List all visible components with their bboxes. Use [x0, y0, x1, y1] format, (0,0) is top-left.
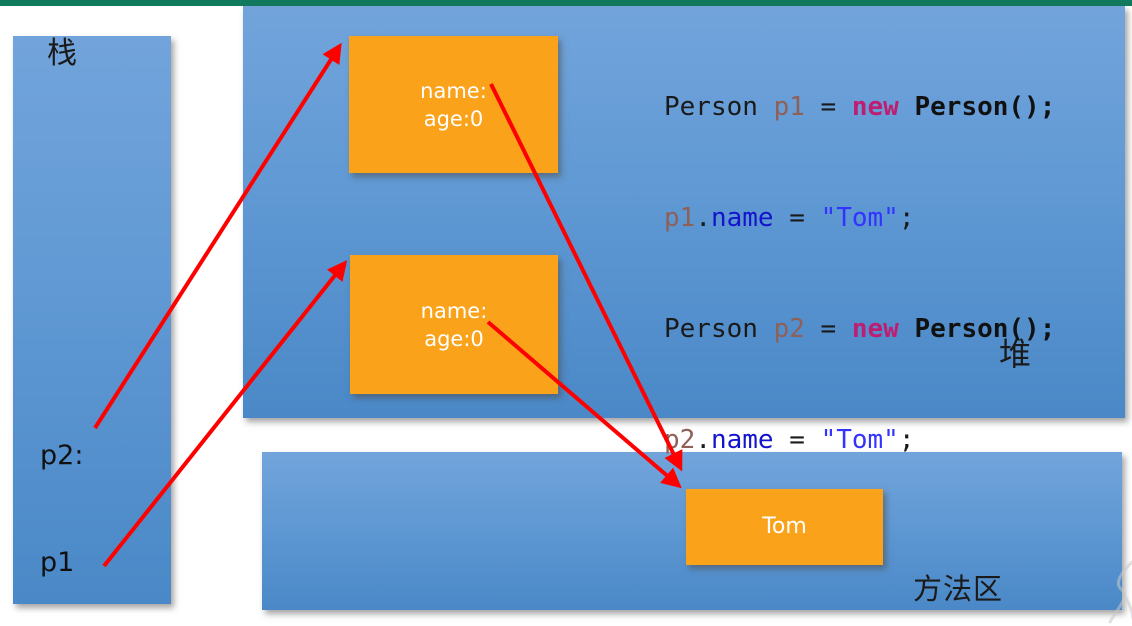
code-token: =: [773, 203, 821, 233]
stack-label: 栈: [47, 36, 78, 71]
code-line-3: Person p2 = new Person();: [664, 311, 1055, 348]
code-token: Person();: [898, 92, 1056, 122]
heap-label: 堆: [999, 335, 1033, 373]
code-token: p1: [773, 92, 805, 122]
string-constant-box: Tom: [686, 489, 883, 565]
code-token: =: [804, 314, 852, 344]
code-token: =: [804, 92, 852, 122]
code-token: Person();: [898, 314, 1056, 344]
code-token: name: [710, 203, 774, 233]
code-token: "Tom": [820, 425, 899, 455]
stack-var-p2: p2:: [40, 440, 84, 471]
stack-var-p1: p1: [40, 547, 75, 578]
stack-panel: [13, 36, 171, 604]
code-snippet: Person p1 = new Person(); p1.name = "Tom…: [664, 15, 1055, 533]
code-token: p2: [664, 425, 696, 455]
code-token: p1: [664, 203, 696, 233]
code-token: .: [695, 203, 711, 233]
method-area-label: 方法区: [913, 572, 1004, 606]
code-token: p2: [773, 314, 805, 344]
code-token: .: [695, 425, 711, 455]
person-object-2: name: age:0: [350, 255, 558, 394]
top-green-bar: [0, 0, 1132, 6]
string-constant-value: Tom: [762, 514, 807, 539]
code-line-2: p1.name = "Tom";: [664, 200, 1055, 237]
code-line-1: Person p1 = new Person();: [664, 89, 1055, 126]
code-token: Person: [664, 92, 774, 122]
code-token: ;: [898, 203, 915, 233]
code-token: name: [710, 425, 774, 455]
code-token: "Tom": [820, 203, 899, 233]
code-token: new: [851, 92, 899, 122]
code-token: =: [773, 425, 821, 455]
person2-age-field: age:0: [424, 326, 484, 351]
code-token: ;: [898, 425, 915, 455]
person2-name-field: name:: [420, 298, 488, 323]
code-token: Person: [664, 314, 774, 344]
person1-age-field: age:0: [423, 106, 484, 131]
person1-name-field: name:: [420, 78, 487, 103]
person-object-1: name: age:0: [349, 36, 558, 173]
code-line-4: p2.name = "Tom";: [664, 422, 1055, 459]
code-token: new: [851, 314, 899, 344]
